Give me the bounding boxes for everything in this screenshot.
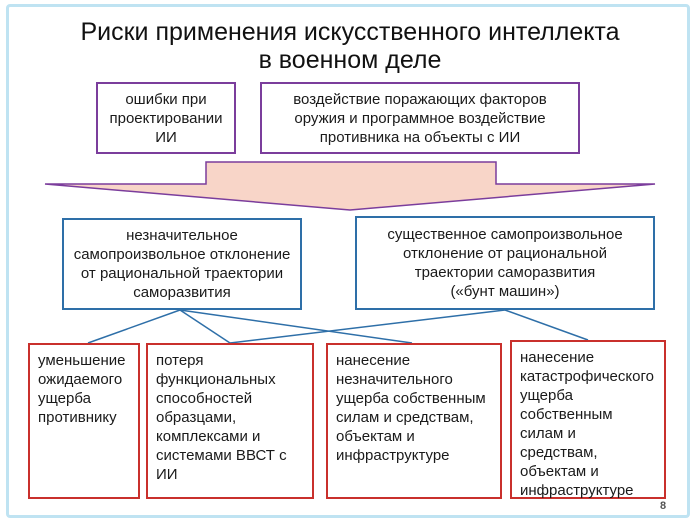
consequence-4-text: нанесение катастрофического ущерба собст…: [520, 349, 654, 499]
consequence-3-text: нанесение незначительного ущерба собстве…: [336, 352, 486, 464]
consequence-minor-own-damage: нанесение незначительного ущерба собстве…: [326, 343, 502, 499]
deviation-major-note: («бунт машин»): [450, 283, 560, 300]
converging-arrow: [44, 161, 656, 211]
deviation-major: существенное самопроизвольное отклонение…: [355, 216, 655, 310]
consequence-2-text: потеря функциональных способностей образ…: [156, 352, 287, 483]
deviation-major-text: существенное самопроизвольное отклонение…: [387, 226, 623, 281]
cause-external-impact: воздействие поражающих факторов оружия и…: [260, 82, 580, 154]
title-line-2: в военном деле: [258, 46, 442, 74]
connector-major-to-c2: [229, 309, 506, 344]
deviation-minor: незначительное самопроизвольное отклонен…: [62, 218, 302, 310]
connector-major-to-c4: [504, 309, 589, 341]
consequence-1-text: уменьшение ожидаемого ущерба противнику: [38, 352, 126, 426]
page-title: Риски применения искусственного интеллек…: [20, 18, 680, 74]
consequence-catastrophic-damage: нанесение катастрофического ущерба собст…: [510, 340, 666, 499]
cause-design-errors: ошибки при проектировании ИИ: [96, 82, 236, 154]
cause-design-errors-text: ошибки при проектировании ИИ: [109, 90, 223, 146]
connector-minor-to-c2: [179, 309, 231, 344]
title-line-1: Риски применения искусственного интеллек…: [80, 18, 620, 46]
consequence-loss-of-function: потеря функциональных способностей образ…: [146, 343, 314, 499]
page-number: 8: [660, 500, 667, 512]
consequence-reduced-damage: уменьшение ожидаемого ущерба противнику: [28, 343, 140, 499]
cause-external-impact-text: воздействие поражающих факторов оружия и…: [293, 90, 547, 146]
connector-minor-to-c3: [179, 309, 413, 344]
deviation-minor-text: незначительное самопроизвольное отклонен…: [73, 227, 291, 301]
slide-frame: [6, 4, 690, 518]
connector-minor-to-c1: [87, 309, 181, 344]
